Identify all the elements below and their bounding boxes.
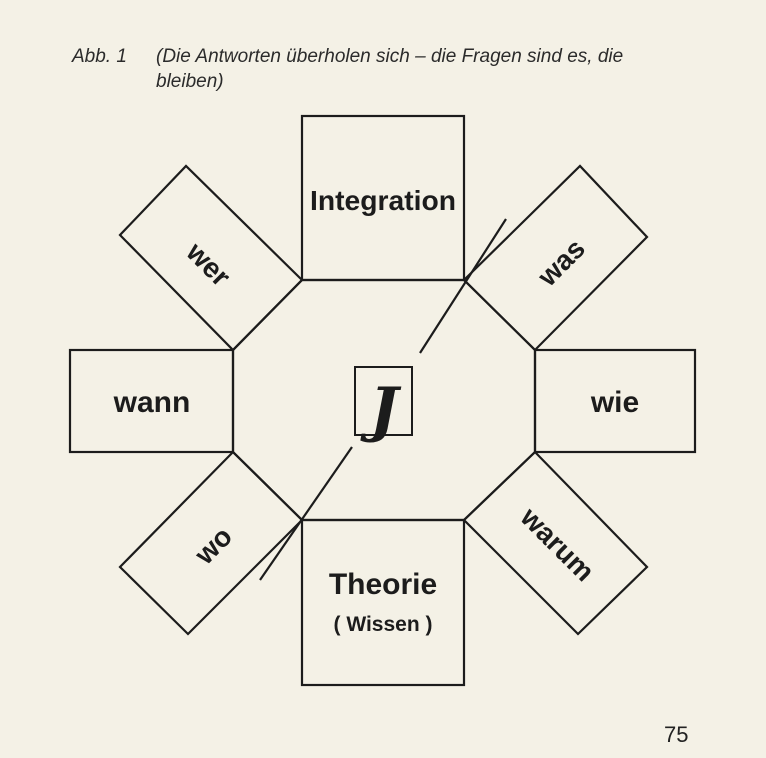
center-emblem-frame bbox=[354, 366, 413, 436]
box-top-right bbox=[462, 164, 649, 352]
label-top-left: wer bbox=[180, 236, 237, 293]
label-right: wie bbox=[590, 386, 639, 419]
box-bottom bbox=[300, 518, 466, 687]
figure-caption: Abb. 1 (Die Antworten überholen sich – di… bbox=[72, 44, 712, 94]
box-left bbox=[68, 348, 235, 454]
box-bottom-left bbox=[118, 450, 304, 636]
label-bottom-left: wo bbox=[188, 521, 238, 571]
label-bottom-right: warum bbox=[514, 501, 600, 587]
label-bottom-title: Theorie bbox=[329, 568, 437, 601]
page-number: 75 bbox=[664, 722, 689, 747]
pointer-line-bottom bbox=[259, 446, 353, 581]
label-left: wann bbox=[113, 386, 191, 419]
figure-caption-text: (Die Antworten überholen sich – die Frag… bbox=[156, 46, 624, 92]
label-top: Integration bbox=[310, 185, 456, 216]
box-top-left bbox=[118, 164, 304, 352]
box-right bbox=[533, 348, 697, 454]
label-top-right: was bbox=[531, 233, 591, 293]
figure-label: Abb. 1 bbox=[72, 46, 127, 67]
label-bottom-sub: ( Wissen ) bbox=[334, 613, 433, 636]
pointer-line-top bbox=[419, 218, 507, 354]
box-bottom-right bbox=[462, 450, 649, 636]
box-top bbox=[300, 114, 466, 282]
